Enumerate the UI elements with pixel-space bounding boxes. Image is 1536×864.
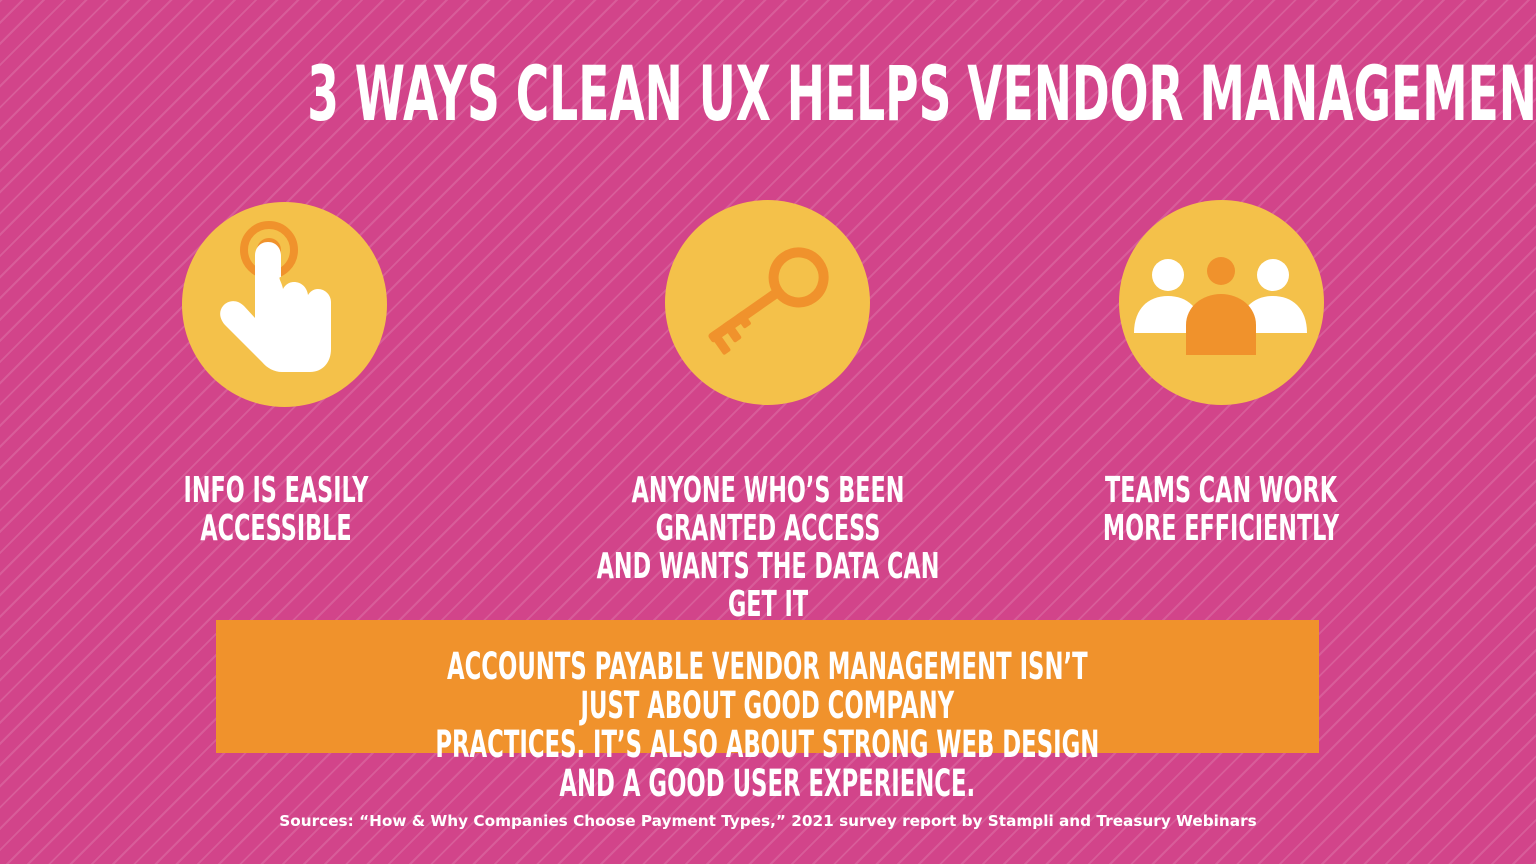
team-icon — [1119, 200, 1324, 405]
callout-text: ACCOUNTS PAYABLE VENDOR MANAGEMENT ISN’T… — [435, 645, 1100, 805]
feature-caption-2: ANYONE WHO’S BEEN GRANTED ACCESS AND WAN… — [596, 470, 940, 625]
source-citation: Sources: “How & Why Companies Choose Pay… — [279, 812, 1257, 830]
callout-box: ACCOUNTS PAYABLE VENDOR MANAGEMENT ISN’T… — [216, 620, 1319, 803]
infographic-title: 3 WAYS CLEAN UX HELPS VENDOR MANAGEMENT — [307, 49, 1536, 138]
pointing-hand-icon — [182, 202, 387, 407]
key-icon — [665, 200, 870, 405]
feature-caption-3: TEAMS CAN WORK MORE EFFICIENTLY — [1102, 470, 1340, 549]
feature-caption-1: INFO IS EASILY ACCESSIBLE — [183, 470, 369, 549]
